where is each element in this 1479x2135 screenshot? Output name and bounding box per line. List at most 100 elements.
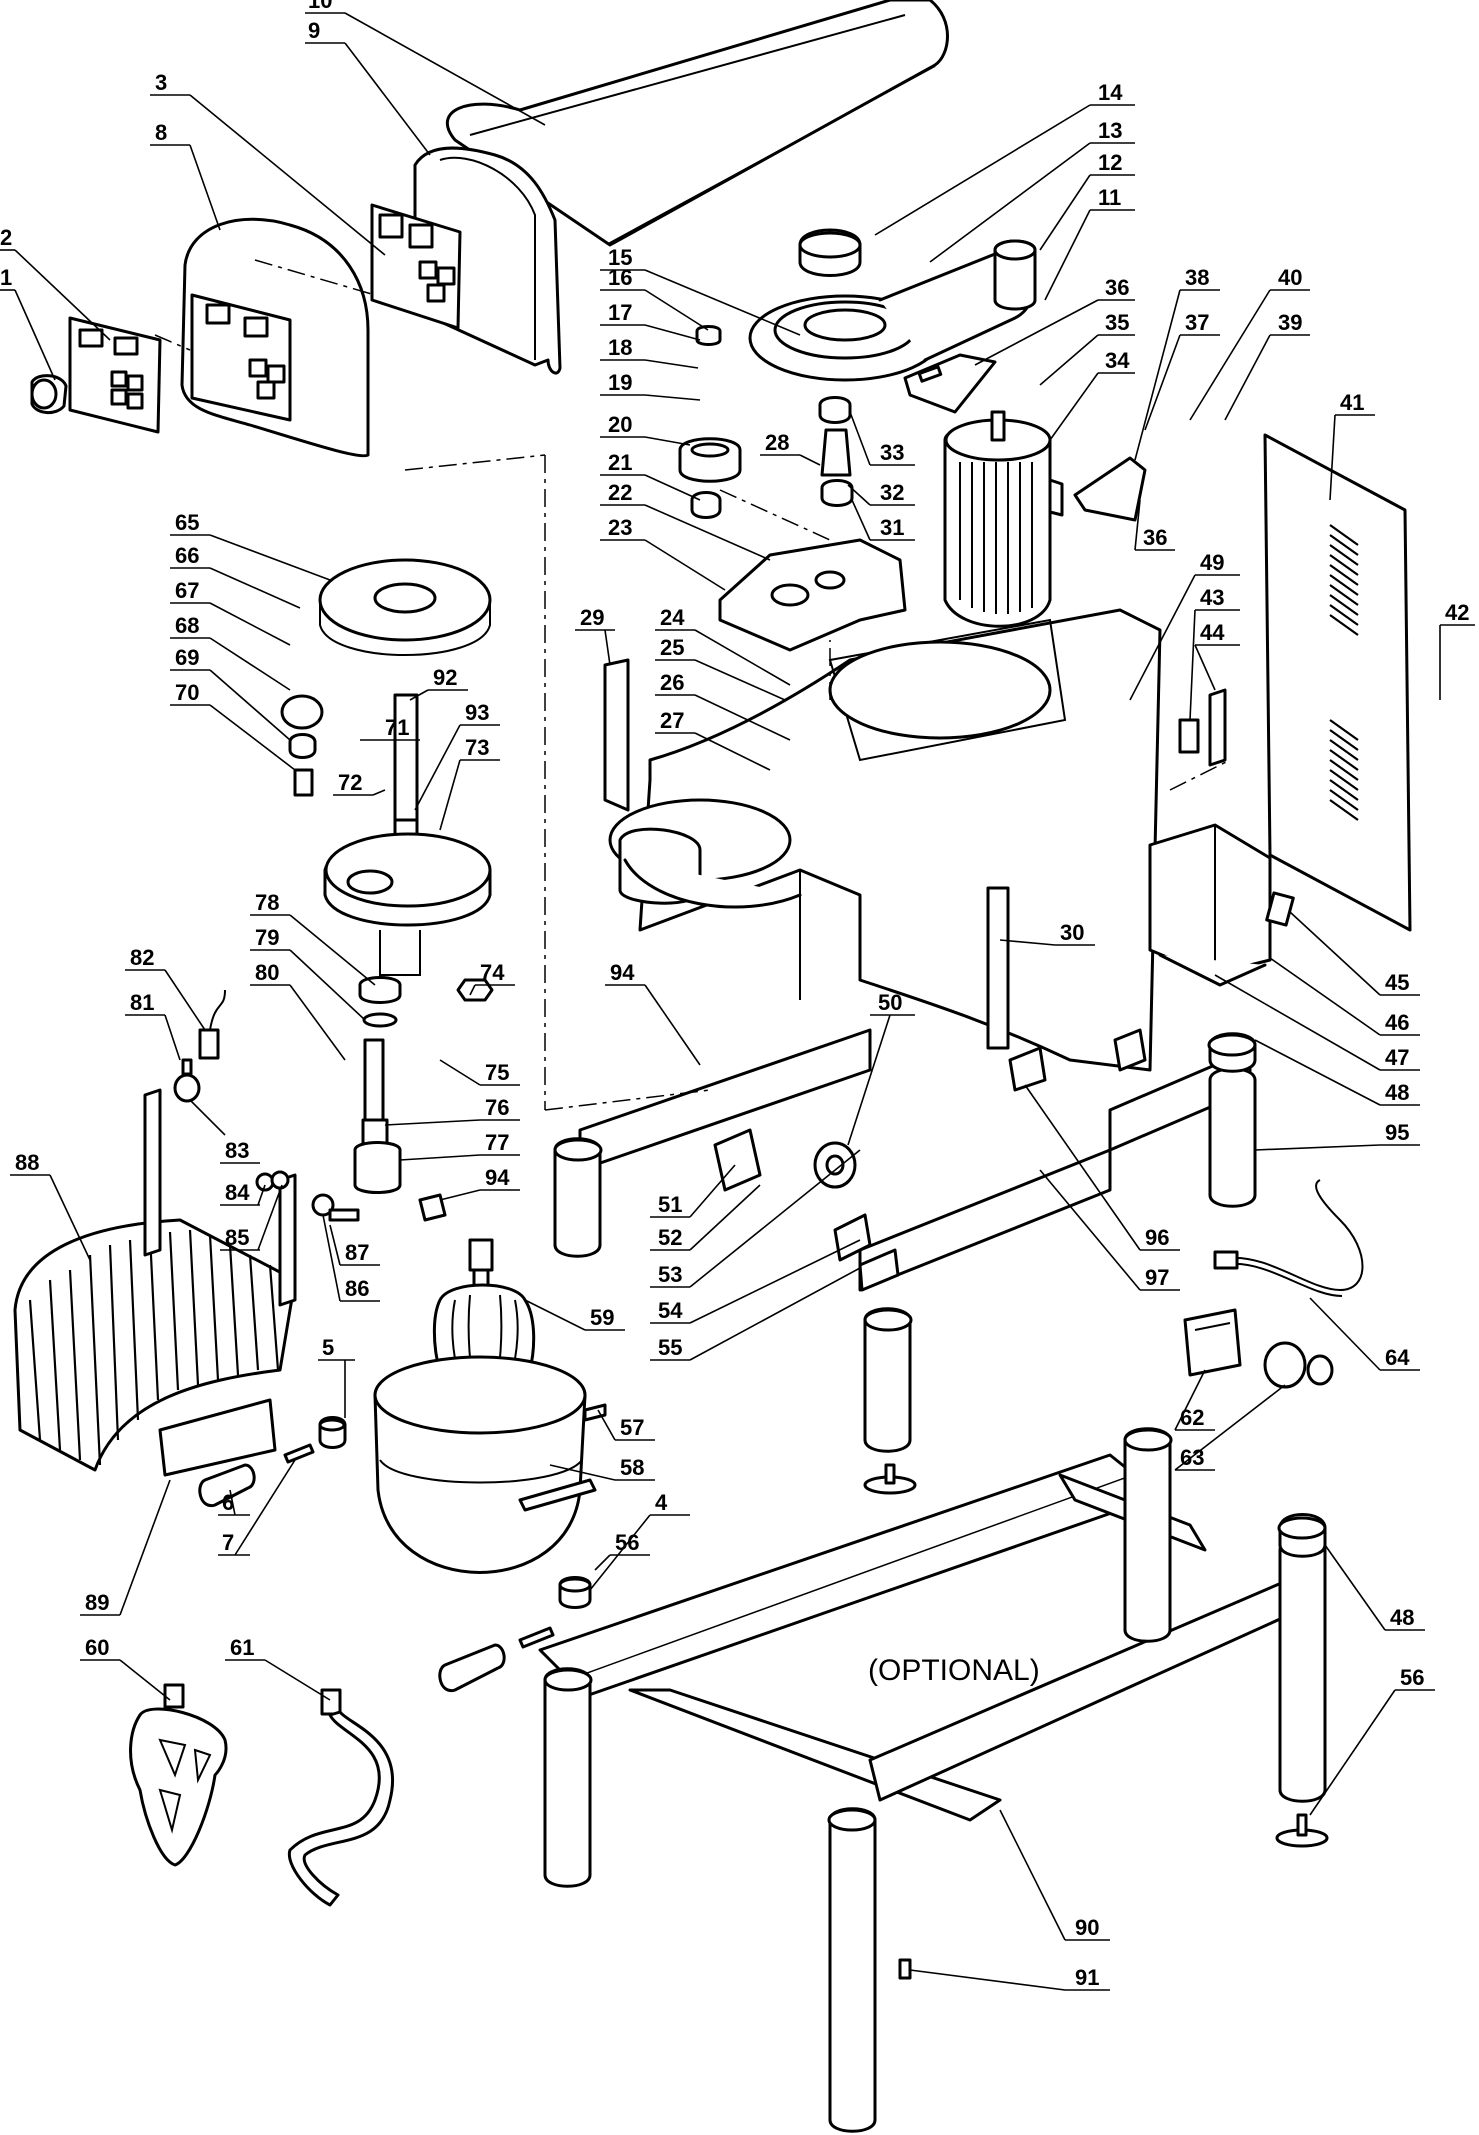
callout-leader	[119, 1659, 171, 1701]
callout-leader	[164, 969, 206, 1031]
foot-pad	[863, 1463, 917, 1495]
callout-label: 72	[338, 770, 362, 795]
callout-label: 66	[175, 543, 199, 568]
callout-leader	[1254, 1144, 1381, 1151]
callout-leader	[999, 1809, 1066, 1941]
gearbox-plate	[718, 538, 907, 652]
spindle-bearings	[358, 976, 494, 1028]
callout-label: 73	[465, 735, 489, 760]
callout-label: 45	[1385, 970, 1409, 995]
callout-leader	[644, 359, 699, 369]
callout-leader	[694, 694, 791, 741]
callout-88: 88	[10, 1150, 91, 1261]
callout-leader	[164, 1014, 181, 1061]
bowl-guard	[13, 1088, 297, 1477]
callout-label: 16	[608, 265, 632, 290]
callout-73: 73	[439, 735, 500, 831]
callout-91: 91	[909, 1965, 1110, 1991]
callout-57: 57	[597, 1409, 655, 1441]
callout-leader	[344, 42, 431, 156]
callout-62: 62	[1174, 1369, 1215, 1431]
callout-63: 63	[1174, 1384, 1286, 1471]
callout-leader	[264, 1659, 331, 1701]
callout-17: 17	[600, 300, 701, 341]
callout-label: 32	[880, 480, 904, 505]
callout-48: 48	[1254, 1039, 1420, 1106]
callout-label: 68	[175, 613, 199, 638]
guard-switch	[173, 989, 226, 1103]
callout-52: 52	[650, 1184, 761, 1251]
timer-switch	[1183, 1308, 1334, 1389]
callout-64: 64	[1309, 1297, 1420, 1371]
callout-leader	[1024, 1084, 1141, 1251]
callout-label: 94	[485, 1165, 510, 1190]
callout-label: 3	[155, 70, 167, 95]
callout-label: 74	[480, 960, 505, 985]
callout-leader	[689, 1239, 861, 1324]
callout-label: 49	[1200, 550, 1224, 575]
callout-leader	[1309, 1689, 1396, 1816]
callout-label: 6	[222, 1490, 234, 1515]
callout-leader	[644, 324, 701, 341]
callout-85: 85	[220, 1184, 283, 1251]
callout-77: 77	[399, 1130, 520, 1161]
callout-label: 34	[1105, 348, 1130, 373]
callout-label: 67	[175, 578, 199, 603]
callout-label: 95	[1385, 1120, 1409, 1145]
callout-48: 48	[1324, 1544, 1425, 1631]
motor	[943, 410, 1064, 628]
callout-label: 25	[660, 635, 684, 660]
callout-95: 95	[1254, 1120, 1420, 1151]
callout-leader	[594, 1554, 611, 1571]
callout-19: 19	[600, 370, 701, 401]
callout-53: 53	[650, 1149, 861, 1288]
callout-label: 37	[1185, 310, 1209, 335]
callout-label: 35	[1105, 310, 1129, 335]
callout-label: 18	[608, 335, 632, 360]
callout-5: 5	[318, 1335, 355, 1418]
callout-69: 69	[170, 645, 291, 741]
callout-33: 33	[849, 411, 915, 466]
callout-label: 63	[1180, 1445, 1204, 1470]
callout-92: 92	[409, 665, 468, 701]
callout-68: 68	[170, 613, 291, 691]
callout-60: 60	[80, 1635, 171, 1701]
callout-label: 65	[175, 510, 199, 535]
callout-leader	[689, 1267, 861, 1361]
callout-78: 78	[250, 890, 376, 986]
callout-leader	[549, 1464, 616, 1481]
callout-90: 90	[999, 1809, 1110, 1941]
callout-leader	[1134, 289, 1181, 461]
callout-leader	[189, 94, 386, 256]
callout-8: 8	[150, 120, 221, 231]
callout-3: 3	[150, 70, 386, 256]
dough-hook	[287, 1688, 394, 1907]
callout-leader	[597, 1409, 616, 1441]
callout-leader	[469, 984, 476, 996]
callout-label: 5	[322, 1335, 334, 1360]
callout-leader	[119, 1479, 171, 1616]
callout-leader	[1194, 644, 1216, 691]
callout-leader	[694, 629, 791, 686]
callout-89: 89	[80, 1479, 171, 1616]
callout-36: 36	[1134, 499, 1175, 551]
paddle-beater	[129, 1683, 228, 1867]
callout-label: 94	[610, 960, 635, 985]
callout-58: 58	[549, 1455, 655, 1481]
leg-rear-right	[1207, 1032, 1257, 1208]
callout-45: 45	[1289, 911, 1420, 996]
callout-39: 39	[1224, 310, 1310, 421]
callout-label: 39	[1278, 310, 1302, 335]
callout-16: 16	[600, 265, 709, 331]
callout-label: 13	[1098, 118, 1122, 143]
callout-leader	[644, 504, 771, 561]
callout-42: 42	[1439, 600, 1475, 700]
callout-34: 34	[1049, 348, 1135, 441]
callout-leader	[1174, 1384, 1286, 1471]
callout-label: 59	[590, 1305, 614, 1330]
callout-72: 72	[333, 770, 386, 796]
callout-50: 50	[847, 990, 915, 1146]
callout-label: 21	[608, 450, 632, 475]
membrane-keypad	[68, 316, 162, 434]
